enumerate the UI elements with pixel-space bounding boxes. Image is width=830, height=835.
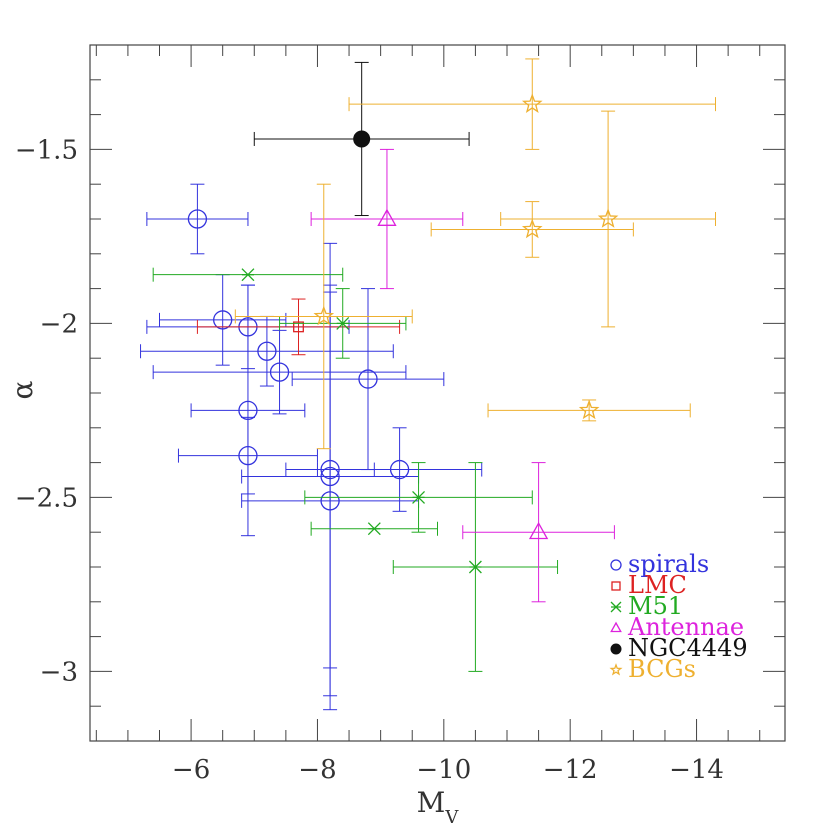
series-lmc — [196, 298, 401, 356]
axes-layer: −6 −8 −10 −12 −14 −1.5 −2 −2.5 −3 — [15, 44, 786, 785]
y-axis-label: α — [6, 380, 39, 399]
y-tick-label: −2 — [40, 309, 78, 339]
series-antennae — [310, 148, 615, 603]
data-point-bcgs — [313, 305, 335, 326]
data-point-spirals — [358, 369, 378, 389]
data-point-spirals — [257, 341, 277, 361]
data-point-spirals — [238, 445, 258, 466]
x-axis-label: MV — [417, 786, 460, 828]
x-tick-label: −10 — [416, 755, 471, 785]
data-point-bcgs — [597, 208, 619, 228]
data-point-lmc — [293, 321, 304, 333]
y-tick-label: −3 — [40, 657, 78, 687]
legend-marker-spirals — [610, 559, 622, 571]
legend-label-antennae: Antennae — [627, 613, 744, 641]
series-m51 — [152, 267, 559, 672]
series-spirals — [140, 183, 483, 711]
legend-marker-lmc — [611, 581, 621, 591]
data-point-m51 — [367, 522, 381, 536]
data-point-m51 — [336, 316, 350, 330]
data-point-bcgs — [521, 93, 543, 113]
x-tick-label: −8 — [298, 755, 336, 785]
series-ngc4449 — [253, 61, 470, 217]
legend-marker-antennae — [610, 621, 622, 633]
data-point-m51 — [412, 490, 426, 504]
y-tick-label: −2.5 — [15, 483, 78, 513]
data-point-ngc4449 — [353, 130, 371, 148]
data-point-antennae — [377, 208, 397, 226]
data-layer — [140, 58, 716, 711]
data-point-m51 — [468, 560, 482, 574]
legend-marker-m51 — [610, 601, 622, 613]
x-axis-label-sub: V — [444, 807, 459, 828]
data-point-spirals — [389, 459, 410, 480]
data-point-spirals — [320, 491, 340, 511]
data-point-bcgs — [578, 399, 600, 420]
legend-label-ngc4449: NGC4449 — [628, 634, 748, 662]
x-axis-label-main: M — [417, 786, 446, 819]
legend-label-bcgs: BCGs — [628, 655, 696, 683]
data-point-m51 — [241, 268, 255, 282]
y-tick-label: −1.5 — [15, 135, 78, 165]
x-tick-label: −14 — [669, 755, 724, 785]
data-point-spirals — [269, 362, 290, 382]
legend-label-lmc: LMC — [628, 571, 687, 599]
data-point-bcgs — [521, 218, 543, 239]
legend-label-spirals: spirals — [628, 550, 709, 578]
legend-marker-ngc4449 — [610, 643, 622, 655]
series-bcgs — [234, 58, 716, 450]
x-tick-label: −12 — [543, 755, 598, 785]
legend-label-m51: M51 — [628, 592, 683, 620]
data-point-spirals — [213, 310, 233, 330]
x-tick-label: −6 — [172, 755, 210, 785]
data-point-spirals — [187, 209, 208, 229]
data-point-antennae — [528, 521, 549, 540]
legend-marker-bcgs — [609, 663, 623, 676]
